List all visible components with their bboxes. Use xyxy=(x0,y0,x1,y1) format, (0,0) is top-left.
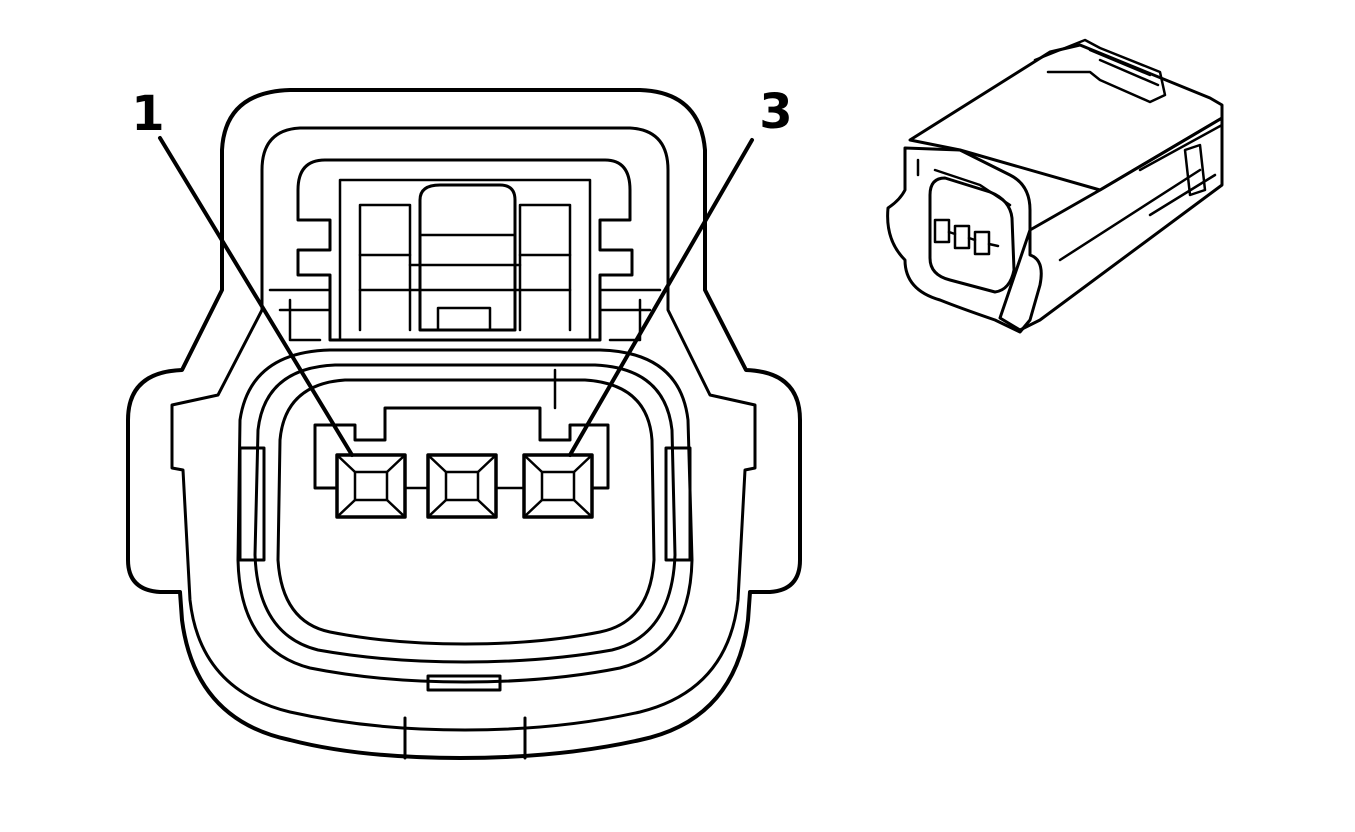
outer-shell xyxy=(126,88,802,760)
latch-frame xyxy=(338,178,592,342)
latch-ledges xyxy=(268,288,662,312)
inner-shell xyxy=(170,126,757,732)
iso-top-face xyxy=(908,43,1224,192)
iso-terminals xyxy=(933,218,1000,256)
connector-front-view: 1 3 xyxy=(126,84,802,760)
terminal-cavity-1 xyxy=(335,453,407,519)
callout-leader-1 xyxy=(158,136,354,457)
terminal-carrier xyxy=(313,406,610,490)
connector-isometric-view xyxy=(886,38,1224,334)
mating-face-inner xyxy=(276,378,656,646)
iso-front-flange xyxy=(886,146,1043,334)
side-rail-right xyxy=(664,446,692,562)
callout-label-1: 1 xyxy=(131,86,164,142)
iso-front-lip xyxy=(916,158,1012,207)
latch-housing xyxy=(296,158,634,342)
latch-rib-lines xyxy=(358,253,572,292)
terminal-cavity-2 xyxy=(426,453,498,519)
mating-face-mid xyxy=(253,363,677,664)
latch-posts xyxy=(288,298,642,342)
latch-tab xyxy=(418,183,517,332)
bottom-nub xyxy=(426,674,502,692)
latch-tab-lines xyxy=(408,233,522,292)
iso-right-side xyxy=(998,116,1224,332)
callout-leader-3 xyxy=(568,138,754,457)
side-rail-left xyxy=(238,446,266,562)
bottom-key xyxy=(403,716,527,760)
callout-label-3: 3 xyxy=(759,84,792,140)
latch-window xyxy=(436,306,492,332)
latch-rib-right xyxy=(518,203,572,332)
iso-side-window xyxy=(1183,143,1207,197)
terminal-cavity-3 xyxy=(522,453,594,519)
iso-latch xyxy=(1033,38,1167,104)
latch-rib-left xyxy=(358,203,412,332)
iso-front-opening xyxy=(928,176,1016,294)
mating-face-outer xyxy=(236,348,694,684)
